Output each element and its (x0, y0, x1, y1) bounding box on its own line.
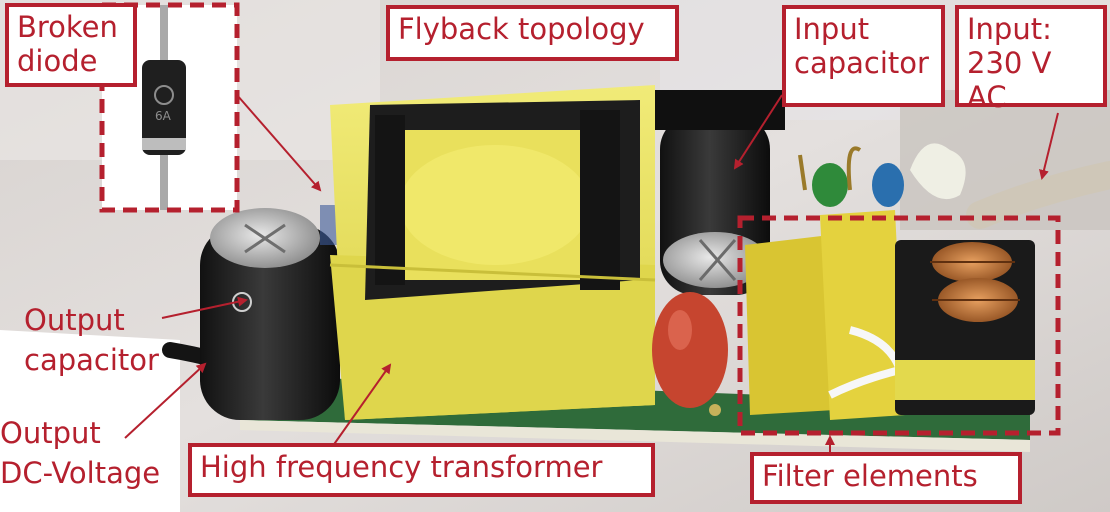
flyback-topology-label: Flyback topology (386, 5, 679, 61)
broken-diode-label: Broken diode (5, 3, 137, 87)
filter-elements-label: Filter elements (750, 452, 1022, 504)
output-capacitor-label: Output capacitor (24, 303, 159, 377)
input-voltage-label: Input: 230 V AC (955, 5, 1107, 114)
high-frequency-transformer-label: High frequency transformer (188, 443, 655, 497)
output-voltage-label: Output DC-Voltage (0, 416, 161, 490)
svg-text:6A: 6A (155, 109, 172, 123)
input-capacitor-label: Input capacitor (782, 5, 945, 107)
